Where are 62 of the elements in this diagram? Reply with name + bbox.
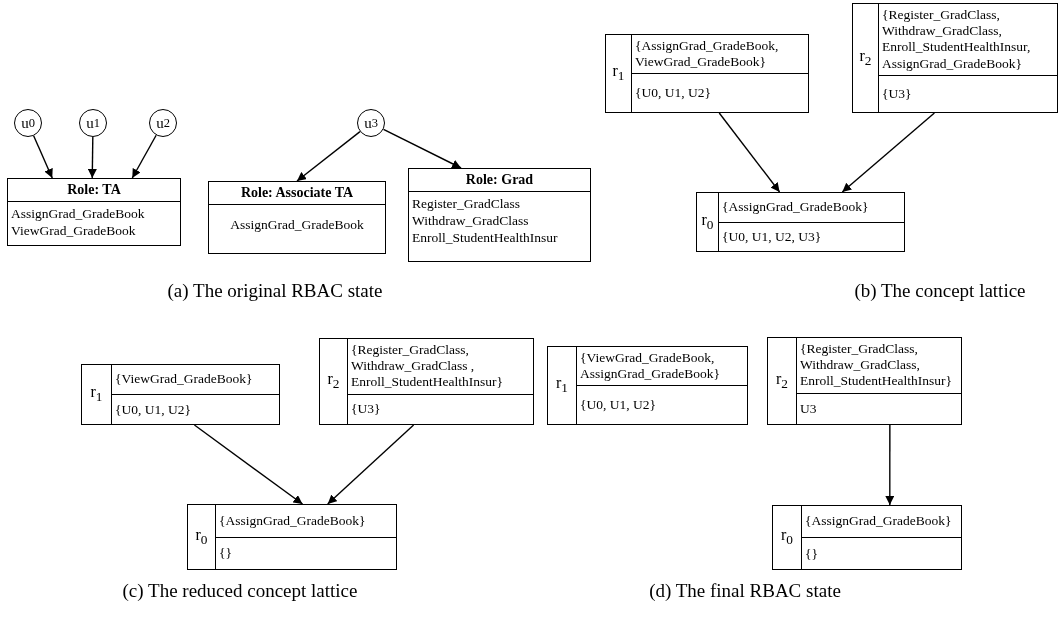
- caption: (c) The reduced concept lattice: [122, 580, 358, 602]
- permission-set: {ViewGrad_GradeBook, AssignGrad_GradeBook}: [580, 350, 721, 383]
- arrow: [87, 136, 97, 179]
- permission-set: {Register_GradClass, Withdraw_GradClass, Enroll_StudentHealthInsur, AssignGrad_GradeBook}: [882, 7, 1032, 72]
- user-set: {}: [805, 545, 818, 562]
- concept-box: [187, 504, 397, 570]
- role-label: r$_{0}$: [195, 525, 208, 549]
- user-set: U3: [800, 400, 817, 417]
- arrow: [718, 112, 781, 193]
- role-box: [408, 168, 591, 262]
- role-box: [208, 181, 386, 254]
- user-set: {U0, U1, U2}: [635, 85, 711, 102]
- permission-set: {Register_GradClass, Withdraw_GradClass , Enroll_StudentHealthInsur}: [351, 342, 504, 391]
- permission-text: Enroll_StudentHealthInsur: [412, 229, 559, 247]
- role-box: [7, 178, 181, 246]
- permission-set: {AssignGrad_GradeBook}: [219, 512, 366, 529]
- concept-box: [767, 337, 962, 425]
- arrow: [131, 134, 157, 179]
- arrow: [382, 128, 462, 169]
- concept-box: [605, 34, 809, 113]
- caption: (a) The original RBAC state: [167, 280, 383, 302]
- permission-text: AssignGrad_GradeBook: [229, 217, 365, 234]
- arrow: [841, 112, 936, 193]
- role-label: r$_{0}$: [781, 526, 793, 549]
- user-set: {U0, U1, U2, U3}: [722, 228, 822, 245]
- permission-set: {ViewGrad_GradeBook}: [115, 371, 253, 388]
- caption: (d) The final RBAC state: [649, 580, 841, 602]
- arrow: [885, 424, 895, 506]
- concept-box: [547, 346, 748, 425]
- user-set: {U0, U1, U2}: [580, 397, 656, 414]
- role-header: Role: Grad: [409, 169, 590, 192]
- permission-set: {Register_GradClass, Withdraw_GradClass, Enroll_StudentHealthInsur}: [800, 341, 953, 390]
- role-label: r$_{1}$: [90, 383, 103, 406]
- permission-text: Register_GradClass: [412, 196, 521, 213]
- user-set: {U3}: [351, 401, 381, 418]
- permission-set: {AssignGrad_GradeBook, ViewGrad_GradeBook}: [635, 38, 780, 71]
- concept-box: [81, 364, 280, 425]
- permission-text: Withdraw_GradClass: [412, 212, 530, 230]
- permission-text: AssignGrad_GradeBook: [11, 206, 146, 223]
- arrow: [327, 424, 415, 505]
- role-label: r$_{2}$: [859, 46, 872, 70]
- role-label: r$_{2}$: [776, 369, 788, 393]
- permission-text: ViewGrad_GradeBook: [11, 222, 137, 240]
- role-label: r$_{0}$: [701, 210, 714, 234]
- role-label: r$_{1}$: [556, 374, 568, 397]
- permission-set: {AssignGrad_GradeBook}: [722, 199, 869, 216]
- arrow: [296, 130, 361, 182]
- role-header: Role: Associate TA: [209, 182, 385, 205]
- concept-box: [852, 3, 1058, 113]
- user-set: {U0, U1, U2}: [115, 401, 191, 418]
- user-set: {U3}: [882, 85, 912, 102]
- role-label: r$_{1}$: [612, 62, 625, 85]
- concept-box: [319, 338, 534, 425]
- arrow: [193, 424, 304, 505]
- concept-box: [772, 505, 962, 570]
- role-header: Role: TA: [8, 179, 180, 202]
- role-label: r$_{2}$: [327, 370, 340, 393]
- permission-set: {AssignGrad_GradeBook}: [805, 513, 952, 530]
- user-set: {}: [219, 545, 232, 562]
- caption: (b) The concept lattice: [854, 280, 1026, 302]
- concept-box: [696, 192, 905, 252]
- arrow: [32, 135, 53, 179]
